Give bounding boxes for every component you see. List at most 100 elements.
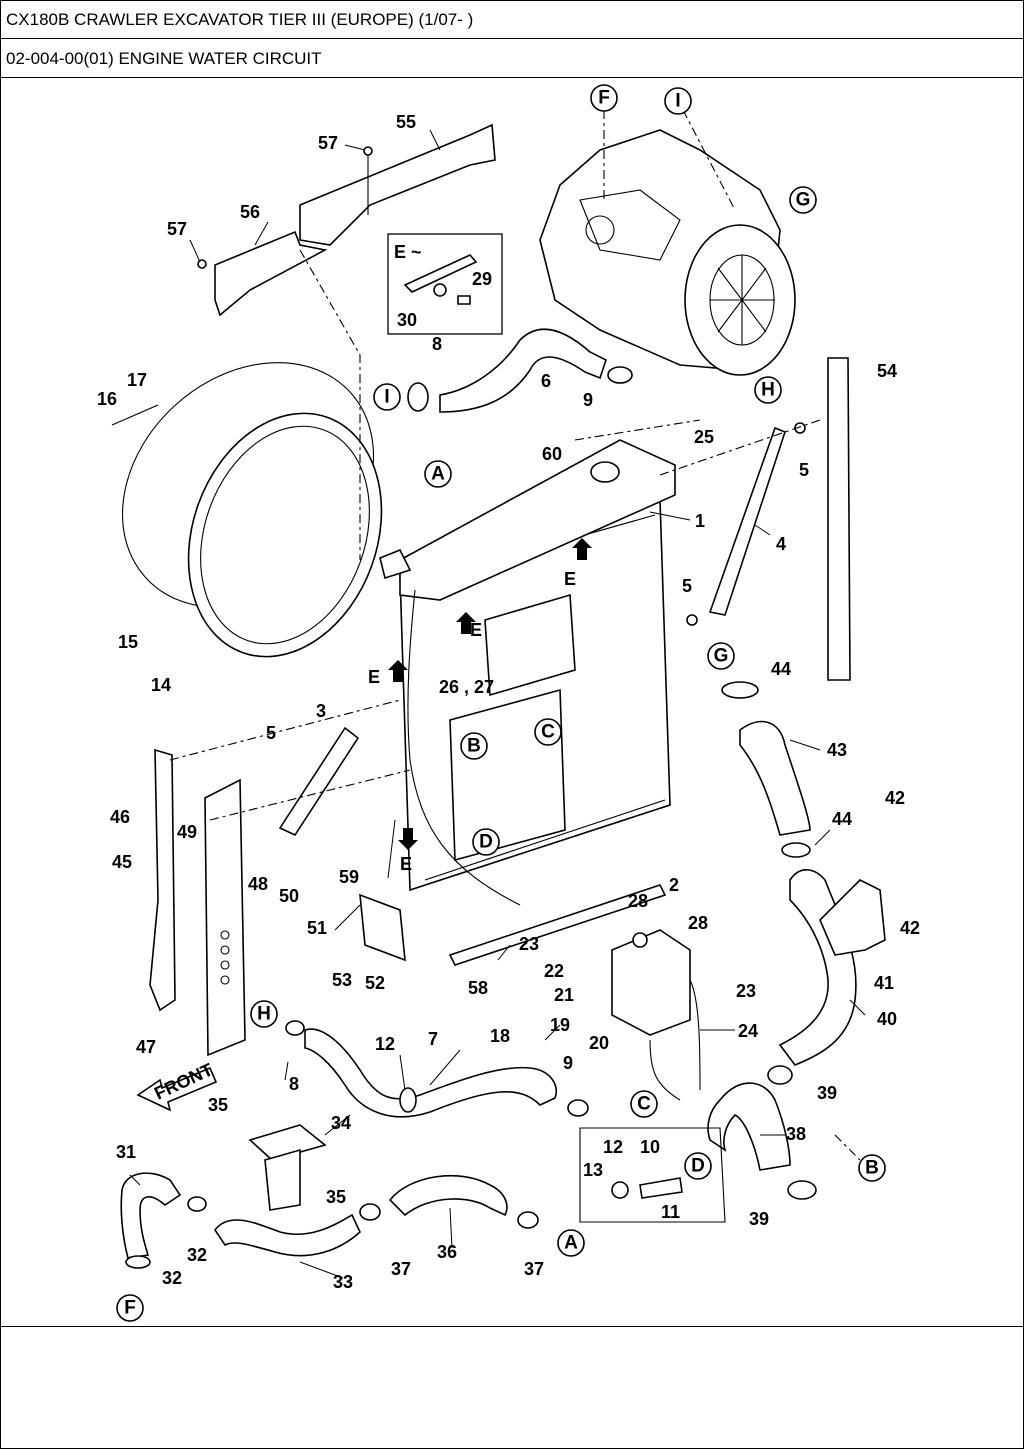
hose-24	[689, 979, 701, 1091]
connector-c-lower: C	[630, 1090, 658, 1118]
bracket-34	[248, 1124, 327, 1161]
label-18: 18	[490, 1026, 510, 1046]
hose-33	[214, 1213, 361, 1257]
label-37a: 37	[391, 1259, 411, 1279]
label-15: 15	[118, 632, 138, 652]
label-9b: 9	[563, 1053, 573, 1073]
label-59: 59	[339, 867, 359, 887]
hose-7	[304, 1028, 557, 1118]
label-17: 17	[127, 370, 147, 390]
connector-a-lower: A	[557, 1229, 585, 1257]
svg-text:B: B	[467, 736, 481, 757]
label-52: 52	[365, 973, 385, 993]
label-57a: 57	[318, 133, 338, 153]
radiator-inlet-spout	[379, 548, 412, 580]
label-23a: 23	[519, 934, 539, 954]
label-4: 4	[776, 534, 786, 554]
label-13: 13	[583, 1160, 603, 1180]
clamp-12	[399, 1087, 417, 1113]
post-54	[827, 357, 851, 681]
label-44a: 44	[771, 659, 791, 679]
clamp-9-top	[607, 366, 633, 384]
connector-a-radiator: A	[424, 460, 452, 488]
clamp-32-bottom	[125, 1255, 151, 1269]
front-arrow	[136, 1066, 218, 1112]
label-10: 10	[640, 1137, 660, 1157]
connector-b-radiator: B	[460, 732, 488, 760]
label-29: 29	[472, 269, 492, 289]
label-12b: 12	[603, 1137, 623, 1157]
label-28b: 28	[688, 913, 708, 933]
clamp-8-lower	[285, 1020, 305, 1036]
hose-43	[739, 720, 811, 836]
hose-31	[120, 1172, 182, 1259]
inset-bolt-29	[457, 295, 471, 305]
label-25: 25	[694, 427, 714, 447]
label-56: 56	[240, 202, 260, 222]
reservoir-bracket	[484, 593, 576, 697]
label-e3: E	[368, 667, 380, 687]
label-46: 46	[110, 807, 130, 827]
label-3: 3	[316, 701, 326, 721]
connector-g-mid: G	[707, 642, 735, 670]
cover-panel-55	[299, 123, 496, 246]
label-30: 30	[397, 310, 417, 330]
svg-text:C: C	[541, 722, 555, 743]
connector-b-lower: B	[858, 1154, 886, 1182]
label-20: 20	[589, 1033, 609, 1053]
clamp-37-right	[517, 1211, 539, 1229]
label-8b: 8	[289, 1074, 299, 1094]
label-32b: 32	[162, 1268, 182, 1288]
label-48: 48	[248, 874, 268, 894]
label-58: 58	[468, 978, 488, 998]
connector-f-lower: F	[116, 1294, 144, 1322]
label-e1: E	[564, 569, 576, 589]
label-57b: 57	[167, 219, 187, 239]
label-5c: 5	[266, 723, 276, 743]
inset-hose-clip	[403, 254, 478, 293]
bracket-3	[278, 726, 360, 837]
label-47: 47	[136, 1037, 156, 1057]
bolt-16	[111, 404, 159, 426]
label-42a: 42	[885, 788, 905, 808]
hose-36	[388, 1174, 508, 1217]
label-11: 11	[661, 1202, 680, 1222]
stay-4	[708, 426, 786, 616]
svg-text:G: G	[714, 646, 729, 667]
frame-plate-45	[149, 748, 176, 1012]
bolt-57-head	[363, 146, 373, 156]
front-arrow-label: FRONT	[151, 1059, 216, 1103]
svg-text:H: H	[761, 380, 775, 401]
clamp-37-left	[359, 1203, 381, 1221]
label-35a: 35	[208, 1095, 228, 1115]
svg-text:A: A	[431, 464, 445, 485]
label-31: 31	[116, 1142, 136, 1162]
cover-panel-56	[214, 230, 328, 317]
clamp-8-top	[407, 382, 429, 412]
clamp-44-top	[721, 681, 759, 699]
arrow-e1	[572, 538, 592, 560]
svg-text:B: B	[865, 1158, 879, 1179]
label-36: 36	[437, 1242, 457, 1262]
label-2: 2	[669, 875, 679, 895]
connector-i-mid: I	[373, 383, 401, 411]
connector-f-top: F	[590, 84, 618, 112]
label-54: 54	[877, 361, 897, 381]
label-60: 60	[542, 444, 562, 464]
label-41: 41	[874, 973, 894, 993]
label-23b: 23	[736, 981, 756, 1001]
svg-text:I: I	[384, 387, 389, 408]
label-39b: 39	[749, 1209, 769, 1229]
svg-text:D: D	[691, 1156, 705, 1177]
label-8a: 8	[432, 334, 442, 354]
label-55: 55	[396, 112, 416, 132]
radiator-oil-cooler-side	[449, 688, 566, 862]
label-37b: 37	[524, 1259, 544, 1279]
sensor-lead-20	[649, 1039, 681, 1101]
svg-text:A: A	[564, 1233, 578, 1254]
label-e4: E	[400, 854, 412, 874]
label-5a: 5	[799, 460, 809, 480]
svg-text:D: D	[479, 832, 493, 853]
radiator-cap-60	[590, 461, 620, 483]
frame-column-47	[204, 778, 246, 1057]
